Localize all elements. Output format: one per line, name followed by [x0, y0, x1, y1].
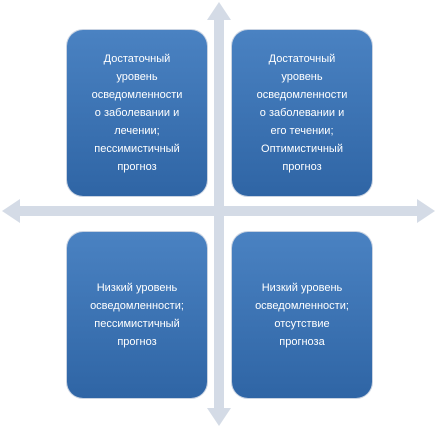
arrow-left-icon — [2, 199, 20, 223]
quadrant-top-right-text: Достаточный уровень осведомленности о за… — [256, 53, 348, 173]
arrow-up-icon — [207, 2, 231, 20]
quadrant-top-left: Достаточный уровень осведомленности о за… — [67, 30, 207, 196]
arrow-down-icon — [207, 408, 231, 426]
quadrant-top-left-text: Достаточный уровень осведомленности о за… — [91, 53, 183, 173]
quadrant-bottom-left-text: Низкий уровень осведомленности; пессимис… — [90, 282, 184, 348]
quadrant-bottom-right-text: Низкий уровень осведомленности; отсутств… — [255, 282, 349, 348]
quadrant-bottom-left: Низкий уровень осведомленности; пессимис… — [67, 232, 207, 398]
arrow-right-icon — [417, 199, 435, 223]
quadrant-bottom-right: Низкий уровень осведомленности; отсутств… — [232, 232, 372, 398]
horizontal-axis — [2, 199, 435, 223]
quadrant-top-right: Достаточный уровень осведомленности о за… — [232, 30, 372, 196]
